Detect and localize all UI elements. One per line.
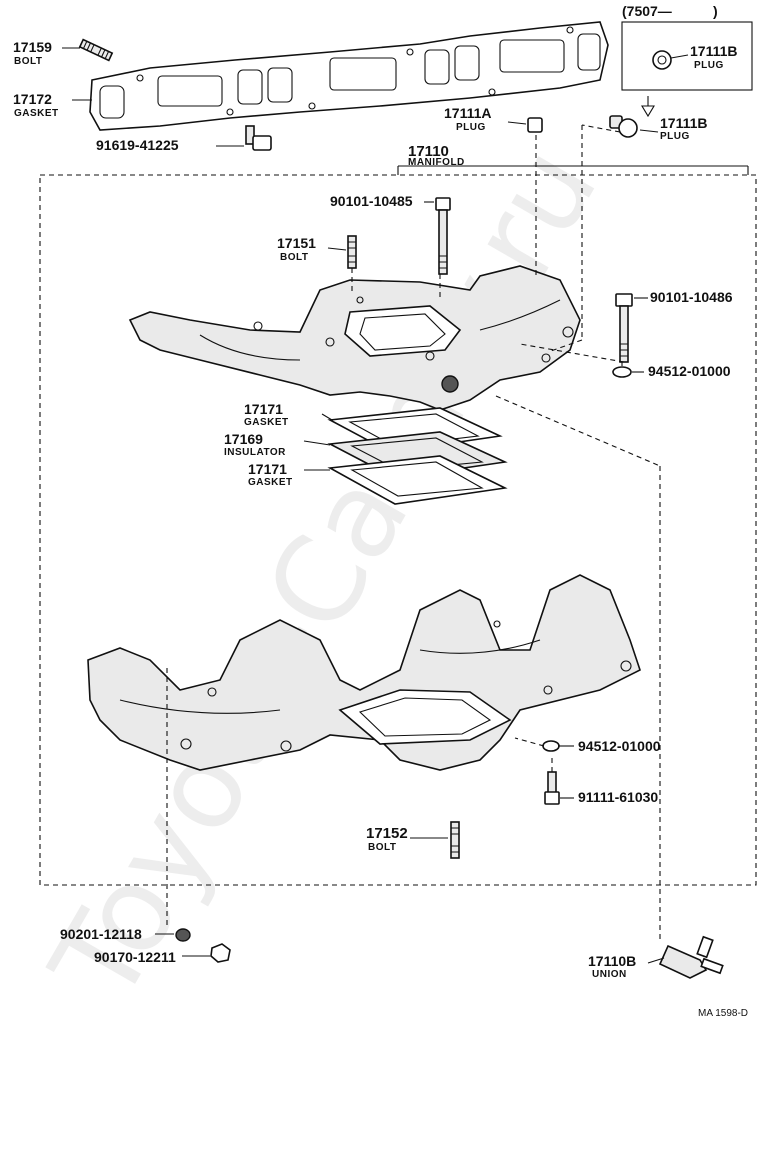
label-17111a-name: PLUG xyxy=(456,122,486,133)
label-17171-lower-number: 17171 xyxy=(248,461,287,477)
label-90101-10486-number: 90101-10486 xyxy=(650,289,733,305)
label-91111-number: 91111-61030 xyxy=(578,789,658,805)
label-17172-name: GASKET xyxy=(14,108,59,119)
label-17171-upper-number: 17171 xyxy=(244,401,283,417)
bolt-90101-10485-drawing xyxy=(435,197,451,275)
watermark: Toyota-Camry.ru xyxy=(24,124,624,1025)
inset-box: (7507— ) xyxy=(621,3,753,118)
bolt-91619-drawing xyxy=(245,125,272,151)
plug-17111b-drawing xyxy=(609,115,638,138)
label-17110-number: 17110 xyxy=(408,143,449,160)
label-17171-lower-name: GASKET xyxy=(248,477,293,488)
label-17169-name: INSULATOR xyxy=(224,447,286,458)
intake-manifold-drawing xyxy=(128,265,581,411)
label-94512-lower-number: 94512-01000 xyxy=(578,738,661,754)
label-17172-number: 17172 xyxy=(13,91,52,107)
washer-94512-lower-drawing xyxy=(542,740,560,752)
label-90201-number: 90201-12118 xyxy=(60,926,142,942)
stud-bolt-17159-drawing xyxy=(78,38,114,62)
figure-reference: MA 1598-D xyxy=(698,1008,748,1019)
stud-17152-drawing xyxy=(450,821,460,859)
label-17151-name: BOLT xyxy=(280,252,308,263)
manifold-group-outline xyxy=(39,174,757,886)
label-17111b-name: PLUG xyxy=(660,131,690,142)
label-91619-number: 91619-41225 xyxy=(96,137,179,153)
label-17169-number: 17169 xyxy=(224,431,263,447)
label-90101-10485-number: 90101-10485 xyxy=(330,193,413,209)
label-17111b-inset-name: PLUG xyxy=(694,60,724,71)
label-17111b-inset-number: 17111B xyxy=(690,43,738,59)
bolt-91111-drawing xyxy=(544,771,560,805)
label-17111a-number: 17111A xyxy=(444,105,492,121)
label-17110b-number: 17110B xyxy=(588,953,636,969)
label-17159-number: 17159 xyxy=(13,39,52,55)
gasket-insulator-stack-drawing xyxy=(327,407,508,505)
washer-90201-drawing xyxy=(175,928,191,942)
leader-lines xyxy=(62,47,749,964)
label-17152-number: 17152 xyxy=(366,825,408,842)
bolt-90101-10486-drawing xyxy=(615,293,633,363)
stud-17151-drawing xyxy=(347,235,357,269)
washer-94512-upper-drawing xyxy=(612,366,632,378)
part-labels: 17159 BOLT 17172 GASKET 91619-41225 1711… xyxy=(13,39,748,1019)
exhaust-gasket-drawing xyxy=(89,21,609,131)
label-17111b-number: 17111B xyxy=(660,115,708,131)
inset-suffix: ) xyxy=(713,3,718,19)
inset-prefix: (7507— xyxy=(622,3,672,19)
plug-17111a-drawing xyxy=(527,117,543,133)
exhaust-manifold-drawing xyxy=(87,574,641,771)
nut-90170-drawing xyxy=(210,943,231,963)
label-90170-number: 90170-12211 xyxy=(94,949,176,965)
label-17110b-name: UNION xyxy=(592,969,627,980)
label-17152-name: BOLT xyxy=(368,842,396,853)
union-17110b-drawing xyxy=(658,935,724,979)
label-17151-number: 17151 xyxy=(277,235,316,251)
label-17110-name: MANIFOLD xyxy=(408,157,465,168)
label-94512-upper-number: 94512-01000 xyxy=(648,363,731,379)
label-17171-upper-name: GASKET xyxy=(244,417,289,428)
label-17159-name: BOLT xyxy=(14,56,42,67)
